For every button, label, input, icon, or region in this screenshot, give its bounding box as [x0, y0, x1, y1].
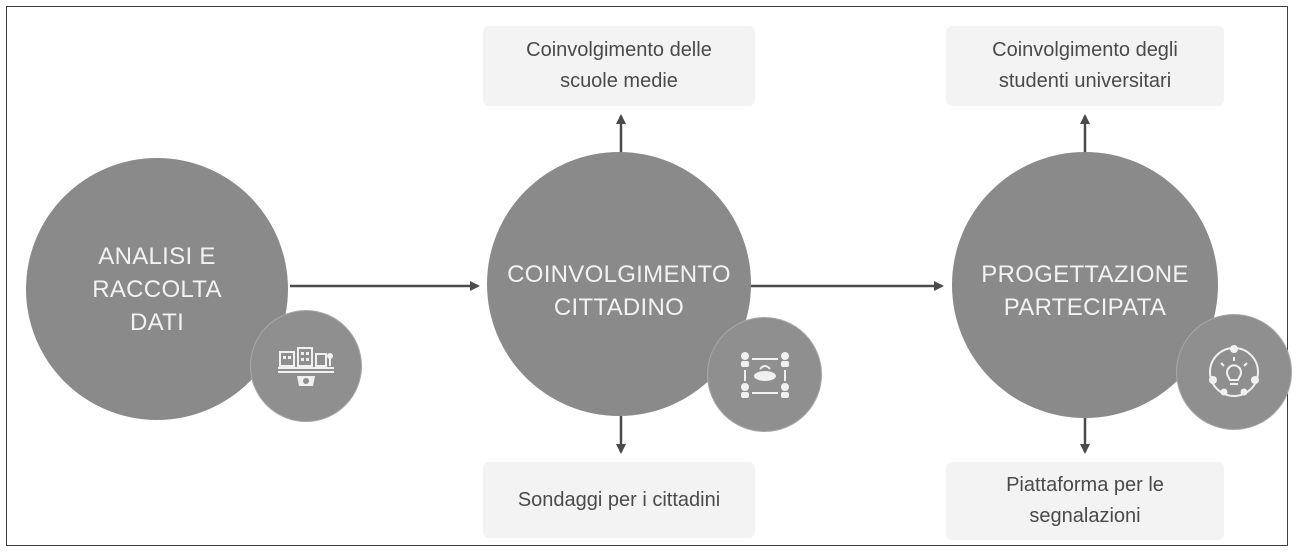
people-meeting-icon	[707, 317, 822, 432]
diagram-frame	[6, 6, 1288, 546]
output-sondaggi: Sondaggi per i cittadini	[483, 462, 755, 538]
stage-analisi-circle	[26, 158, 288, 420]
output-scuole-medie: Coinvolgimento delle scuole medie	[483, 26, 755, 106]
output-piattaforma: Piattaforma per le segnalazioni	[946, 462, 1224, 540]
output-studenti-universitari: Coinvolgimento degli studenti universita…	[946, 26, 1224, 106]
output-piattaforma-text: Piattaforma per le segnalazioni	[1006, 474, 1164, 527]
collaboration-idea-icon	[1176, 314, 1292, 430]
buildings-gear-icon	[250, 310, 362, 422]
stage-progettazione-circle	[952, 152, 1218, 418]
stage-coinvolgimento-label: COINVOLGIMENTO CITTADINO	[507, 261, 731, 321]
stage-analisi-label: ANALISI E RACCOLTA DATI	[92, 243, 222, 336]
stage-progettazione-label: PROGETTAZIONE PARTECIPATA	[981, 261, 1189, 321]
output-studenti-universitari-text: Coinvolgimento degli studenti universita…	[992, 39, 1178, 92]
output-scuole-medie-text: Coinvolgimento delle scuole medie	[526, 39, 712, 92]
output-sondaggi-text: Sondaggi per i cittadini	[517, 488, 721, 511]
